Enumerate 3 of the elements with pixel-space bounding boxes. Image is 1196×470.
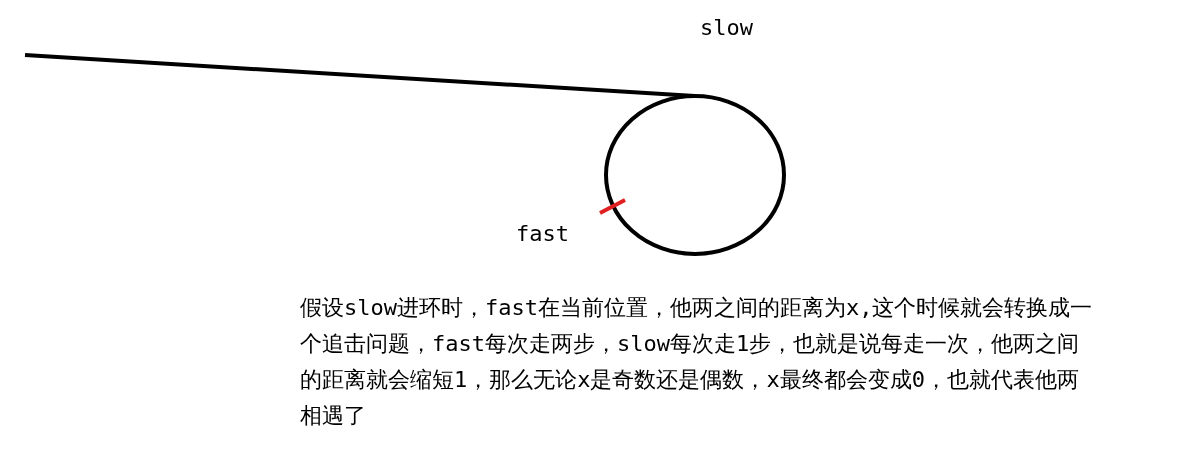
explanation-paragraph: 假设slow进环时，fast在当前位置，他两之间的距离为x,这个时候就会转换成一个追击问题，fast每次走两步，slow每次走1步，也就是说每走一次，他两之间的距离就会缩短1，那么无论x是奇数还是偶数，x最终都会变成0，也就代表他两相遇了 xyxy=(300,294,1094,430)
pointer-label: slow xyxy=(700,14,753,42)
pointer-label: fast xyxy=(516,220,569,248)
